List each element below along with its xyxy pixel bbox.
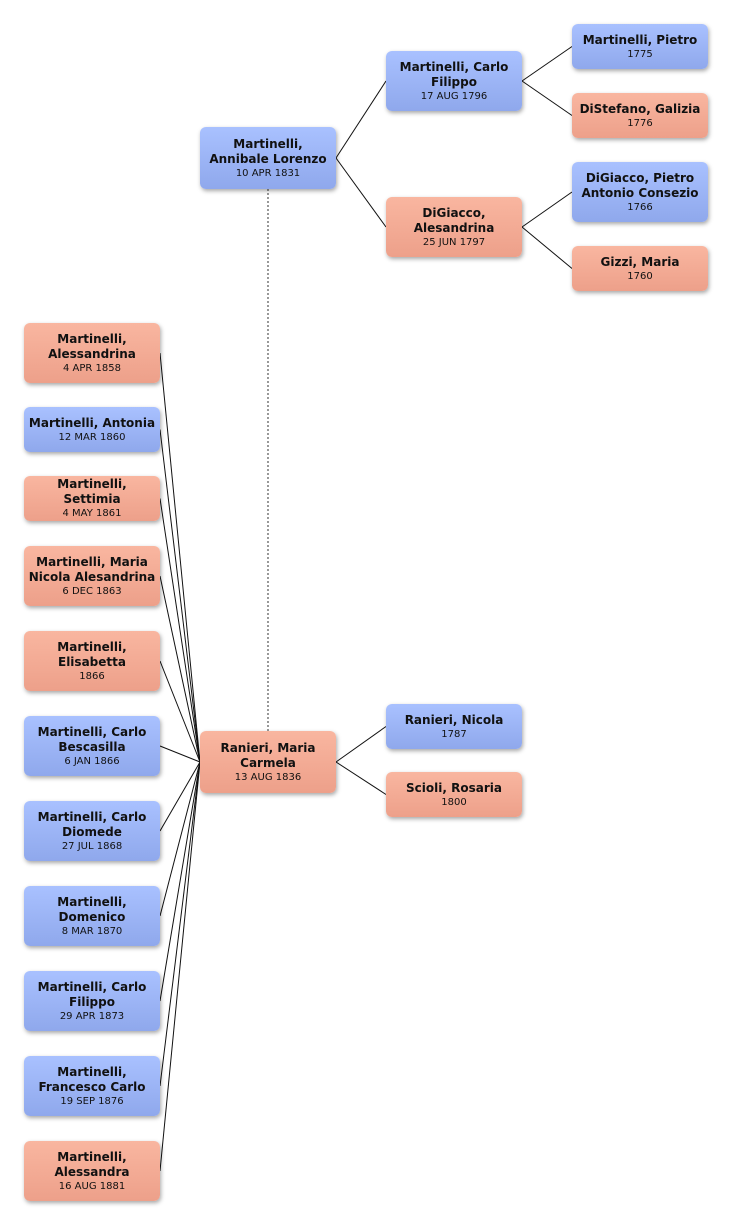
person-date: 1866	[79, 670, 105, 682]
person-name: DiGiacco, Pietro Antonio Consezio	[581, 170, 699, 200]
person-date: 13 AUG 1836	[234, 771, 302, 783]
person-name: Martinelli, Settimia	[57, 477, 127, 506]
person-name: Gizzi, Maria	[600, 254, 680, 269]
parent-link-pietro-antonio	[521, 191, 573, 228]
person-name: Martinelli, Elisabetta	[57, 639, 127, 669]
person-name: DiGiacco, Alesandrina	[413, 205, 495, 235]
person-date: 1775	[627, 48, 653, 60]
person-name: Martinelli, Domenico	[57, 894, 127, 924]
person-date: 19 SEP 1876	[60, 1095, 124, 1107]
person-date: 1760	[627, 270, 653, 282]
person-date: 12 MAR 1860	[58, 431, 126, 443]
person-box-c2[interactable]: Martinelli, Settimia 4 MAY 1861	[24, 476, 160, 521]
person-date: 1776	[627, 117, 653, 129]
person-name: Martinelli, Maria Nicola Alesandrina	[28, 554, 156, 584]
child-link-c10	[159, 761, 201, 1172]
person-date: 6 DEC 1863	[62, 585, 122, 597]
person-name: Ranieri, Nicola	[404, 712, 504, 727]
person-date: 25 JUN 1797	[422, 236, 486, 248]
child-link-c2	[159, 498, 201, 763]
person-date: 4 MAY 1861	[62, 508, 122, 519]
person-date: 1766	[627, 201, 653, 213]
person-name: Martinelli, Alessandrina	[48, 331, 136, 361]
person-date: 6 JAN 1866	[64, 755, 120, 767]
child-link-c9	[159, 761, 201, 1087]
person-name: DiStefano, Galizia	[579, 101, 701, 116]
child-link-c7	[159, 761, 201, 917]
parent-link-alesandrina-1797	[335, 157, 387, 228]
child-link-c8	[159, 761, 201, 1002]
parent-link-nicola	[335, 726, 387, 763]
person-name: Ranieri, Maria Carmela	[220, 740, 316, 770]
child-link-c4	[159, 660, 201, 763]
person-date: 29 APR 1873	[59, 1010, 125, 1022]
person-name: Martinelli, Carlo Filippo	[37, 979, 147, 1009]
child-link-c3	[159, 575, 201, 763]
person-date: 1800	[441, 796, 467, 808]
person-date: 17 AUG 1796	[420, 90, 488, 102]
person-name: Martinelli, Carlo Bescasilla	[37, 724, 147, 754]
person-name: Martinelli, Carlo Diomede	[37, 809, 147, 839]
person-date: 8 MAR 1870	[61, 925, 123, 937]
parent-link-galizia	[521, 80, 573, 116]
person-name: Martinelli, Alessandra	[54, 1149, 130, 1179]
person-date: 27 JUL 1868	[61, 840, 123, 852]
person-name: Scioli, Rosaria	[406, 780, 502, 795]
child-link-c6	[159, 761, 201, 832]
child-link-c5	[159, 745, 201, 763]
parent-link-carlo-filippo-1796	[335, 80, 387, 159]
person-date: 1787	[441, 728, 467, 740]
person-date: 4 APR 1858	[63, 362, 121, 374]
person-date: 16 AUG 1881	[58, 1180, 126, 1192]
parent-link-gizzi	[521, 226, 573, 269]
person-name: Martinelli, Francesco Carlo	[38, 1064, 146, 1094]
person-name: Martinelli, Antonia	[28, 415, 156, 430]
person-date: 10 APR 1831	[235, 167, 301, 179]
parent-link-pietro	[521, 46, 573, 82]
parent-link-rosaria	[335, 761, 387, 795]
child-link-c0	[159, 352, 201, 763]
person-name: Martinelli, Pietro	[582, 32, 698, 47]
person-name: Martinelli, Carlo Filippo	[399, 59, 509, 89]
child-link-c1	[159, 429, 201, 763]
person-name: Martinelli, Annibale Lorenzo	[209, 136, 327, 166]
